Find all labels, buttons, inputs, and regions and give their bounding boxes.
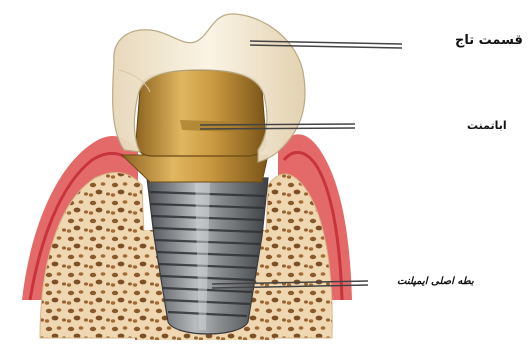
abutment-label: اباتمنت	[467, 119, 507, 132]
implant-body-label: بطه اصلی ایمپلنت	[397, 276, 474, 287]
crown-label: قسمت تاج	[455, 33, 523, 48]
abutment	[122, 70, 268, 182]
